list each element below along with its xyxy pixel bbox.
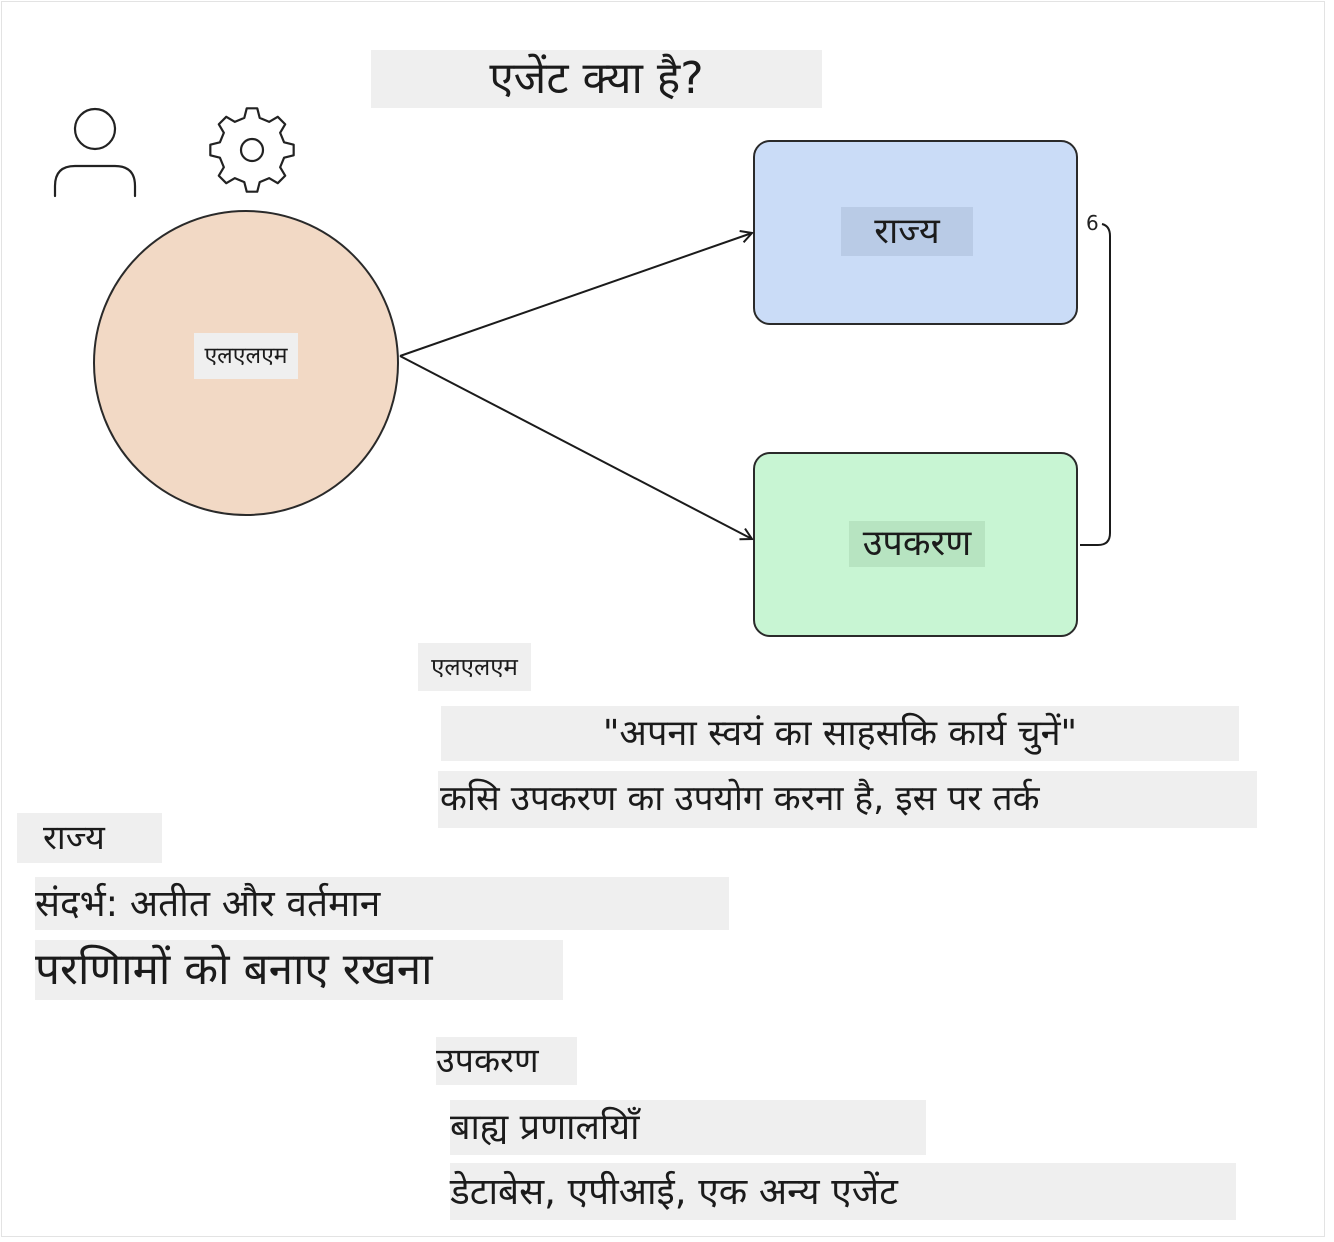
person-icon bbox=[53, 107, 137, 198]
arrow-llm-to-tools bbox=[399, 355, 752, 539]
state-note-line2: परणिामों को बनाए रखना bbox=[35, 940, 563, 1000]
page-title-text: एजेंट क्या है? bbox=[489, 53, 704, 104]
connector-tools-state bbox=[1080, 223, 1111, 546]
tools-note-line1: बाह्य प्रणालयिाँ bbox=[450, 1100, 926, 1155]
llm-note-line1: "अपना स्वयं का साहसकि कार्य चुनें" bbox=[441, 706, 1239, 761]
llm-note-heading: एलएलएम bbox=[418, 643, 531, 691]
tools-node-label: उपकरण bbox=[849, 521, 985, 567]
page-title: एजेंट क्या है? bbox=[371, 50, 822, 108]
state-note-heading: राज्य bbox=[17, 813, 162, 863]
arrow-llm-to-state bbox=[399, 233, 752, 357]
connector-label: 6 bbox=[1086, 211, 1099, 235]
state-node-label: राज्य bbox=[841, 207, 973, 256]
llm-node-label: एलएलएम bbox=[194, 333, 298, 379]
gear-icon bbox=[209, 107, 295, 193]
llm-note-line2: कसि उपकरण का उपयोग करना है, इस पर तर्क bbox=[438, 771, 1257, 828]
state-note-line1: संदर्भ: अतीत और वर्तमान bbox=[35, 877, 729, 930]
tools-note-heading: उपकरण bbox=[436, 1037, 577, 1085]
tools-note-line2: डेटाबेस, एपीआई, एक अन्य एजेंट bbox=[450, 1163, 1236, 1220]
